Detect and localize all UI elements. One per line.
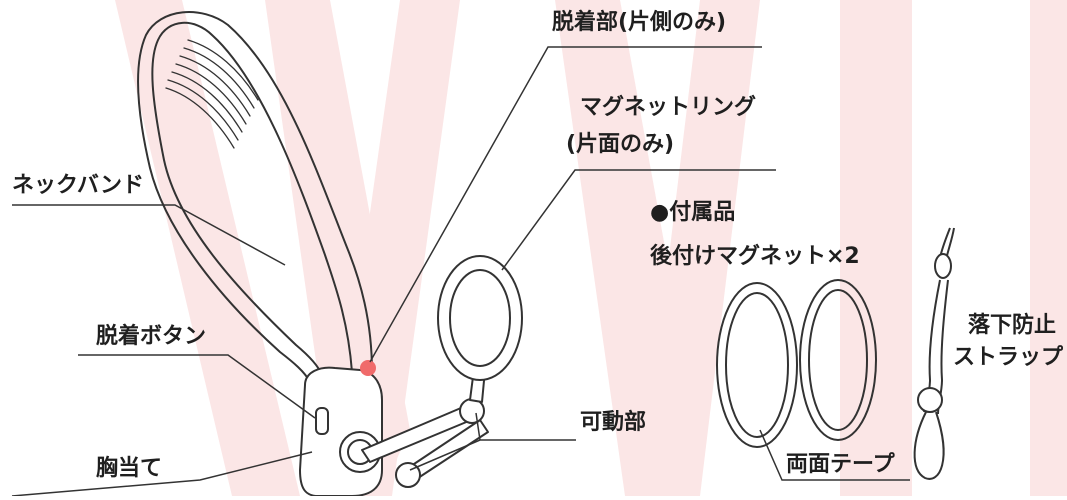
label-detach-part: 脱着部(片側のみ) (552, 10, 727, 35)
main-body-illustration (298, 366, 383, 497)
neckband-illustration (137, 11, 373, 383)
label-drop-strap-line2: ストラップ (953, 345, 1064, 370)
arm-illustration (361, 255, 523, 488)
drop-strap-illustration (913, 227, 955, 480)
label-double-sided-tape: 両面テープ (786, 452, 895, 477)
label-movable-part: 可動部 (580, 410, 647, 435)
detach-marker (360, 360, 376, 376)
retrofit-magnets-illustration (716, 279, 877, 448)
label-drop-strap-line1: 落下防止 (968, 313, 1057, 338)
label-retrofit-magnet: 後付けマグネット×2 (650, 244, 860, 269)
label-magnet-ring-line1: マグネットリング (580, 95, 757, 120)
label-chest-pad: 胸当て (96, 456, 163, 481)
label-detach-button: 脱着ボタン (96, 324, 207, 349)
label-accessories-heading: ●付属品 (650, 200, 736, 225)
watermark (115, 0, 1067, 496)
label-neckband: ネックバンド (12, 173, 145, 198)
label-magnet-ring-line2: (片面のみ) (566, 132, 675, 157)
leader-lines (11, 46, 910, 497)
